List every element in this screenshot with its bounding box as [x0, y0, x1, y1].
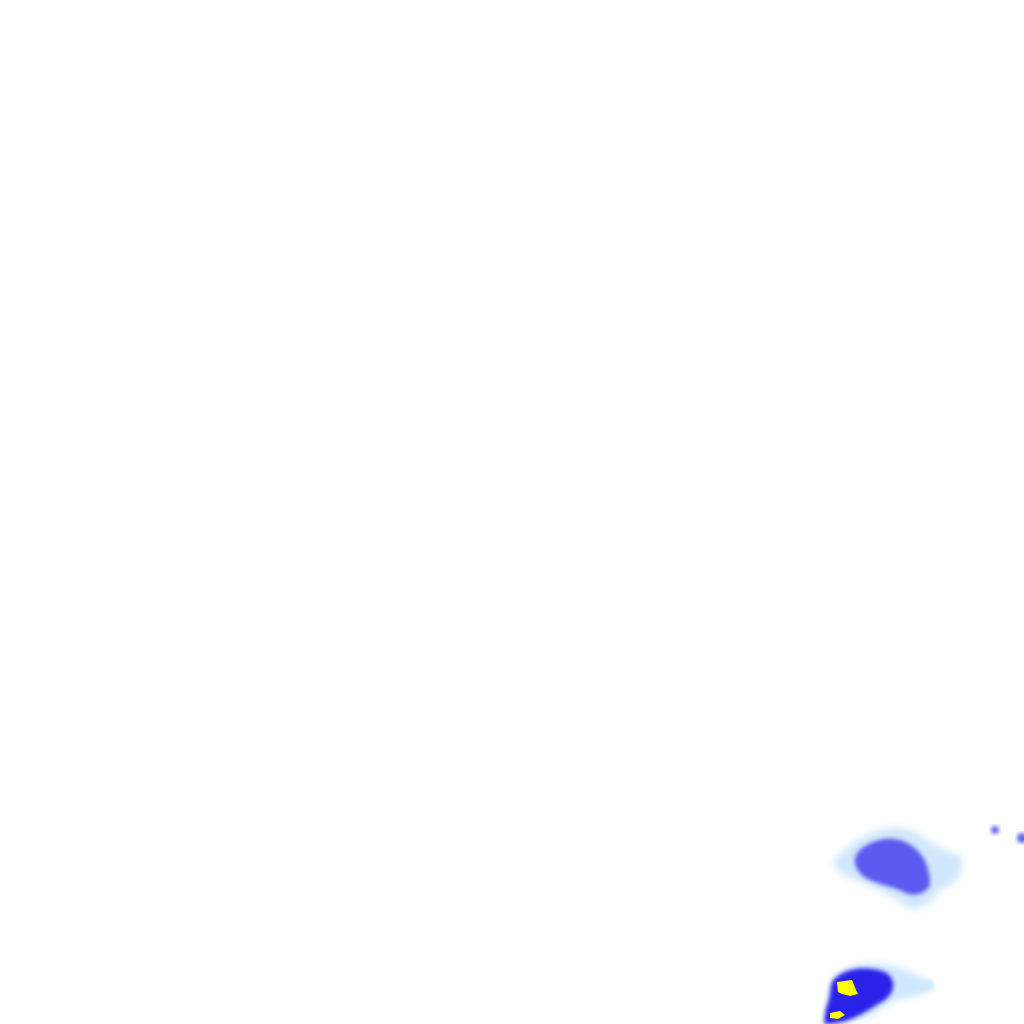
precip-light: [923, 980, 933, 990]
precip-int: [837, 980, 858, 996]
precip-med: [1017, 833, 1024, 843]
precip-cell-south: [824, 963, 935, 1024]
precip-med: [991, 826, 999, 834]
precip-med: [854, 838, 930, 895]
precip-cell-north: [834, 826, 1024, 910]
precip-int: [830, 1011, 845, 1019]
